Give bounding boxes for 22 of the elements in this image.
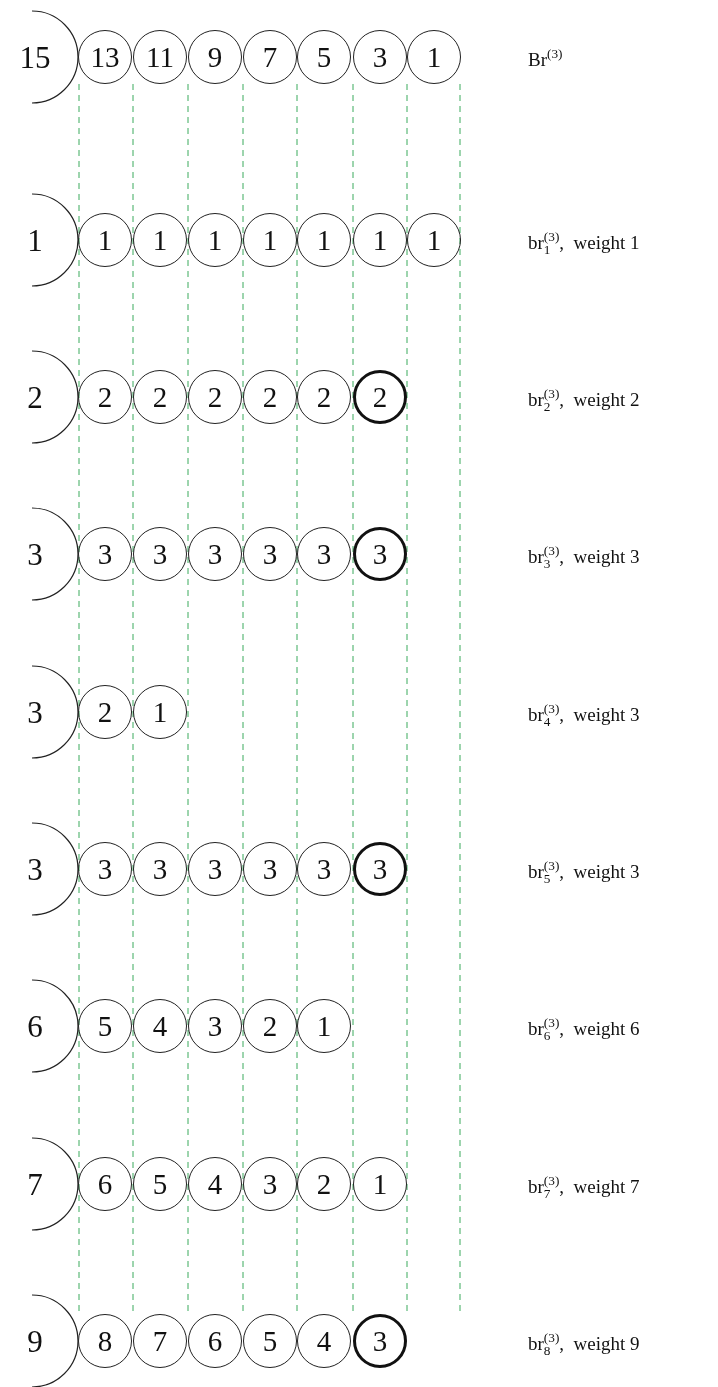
row-label: br$_{5}$$^{(3)}$, weight 3 [528, 859, 640, 885]
half-circle-node: 1 [0, 193, 80, 287]
row-label: br$_{2}$$^{(3)}$, weight 2 [528, 387, 640, 413]
number-circle: 3 [353, 527, 407, 581]
number-circle: 3 [353, 842, 407, 896]
row-label: br$_{6}$$^{(3)}$, weight 6 [528, 1016, 640, 1042]
half-circle-node: 7 [0, 1137, 80, 1231]
row-label: br$_{7}$$^{(3)}$, weight 7 [528, 1174, 640, 1200]
row-label: br$_{8}$$^{(3)}$, weight 9 [528, 1331, 640, 1357]
half-circle-node: 6 [0, 979, 80, 1073]
half-circle-node: 3 [0, 665, 80, 759]
half-circle-node: 2 [0, 350, 80, 444]
row-label: br$_{1}$$^{(3)}$, weight 1 [528, 230, 640, 256]
row-label: br$_{3}$$^{(3)}$, weight 3 [528, 544, 640, 570]
half-circle-node: 3 [0, 507, 80, 601]
number-circle: 2 [353, 370, 407, 424]
row-label: Br$^{(3)}$ [528, 47, 563, 69]
half-circle-node: 9 [0, 1294, 80, 1387]
row-label: br$_{4}$$^{(3)}$, weight 3 [528, 702, 640, 728]
number-circle: 3 [353, 1314, 407, 1368]
half-circle-node: 15 [0, 10, 80, 104]
half-circle-node: 3 [0, 822, 80, 916]
